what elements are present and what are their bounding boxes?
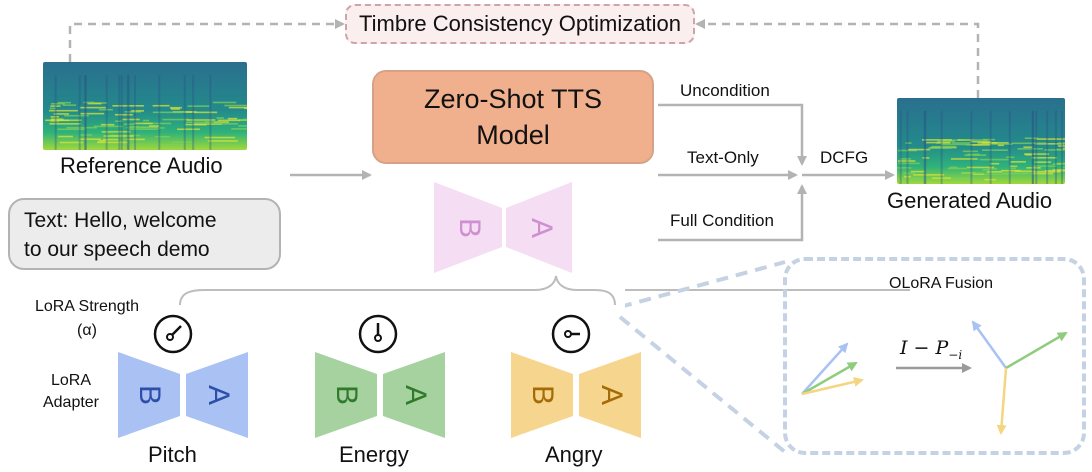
olora-vector-diagram <box>801 320 1068 435</box>
angry-adapter-letter-a: A <box>595 385 628 405</box>
projection-operator-sub: −i <box>948 347 963 362</box>
reference-audio-label: Reference Audio <box>60 153 223 178</box>
text-prompt-box: Text: Hello, welcome to our speech demo <box>8 198 281 270</box>
lora-adapter-line1: LoRA <box>50 372 92 389</box>
lora-strength-label: LoRA Strength (α) <box>22 298 152 340</box>
olora-fusion-title: OLoRA Fusion <box>889 275 994 292</box>
pre-vector-green <box>801 361 858 396</box>
text-only-label: Text-Only <box>687 148 759 167</box>
timbre-loop-left <box>68 19 345 62</box>
energy-adapter-letter-b: B <box>330 385 363 405</box>
tts-model-line1: Zero-Shot TTS <box>423 84 603 114</box>
projection-operator-main: I − P <box>900 337 949 359</box>
energy-adapter-letter-a: A <box>399 385 432 405</box>
uncondition-label: Uncondition <box>680 81 770 100</box>
main-lora-adapter: B A <box>434 182 572 273</box>
pre-vector-blue <box>801 342 849 395</box>
pitch-adapter-letter-b: B <box>133 385 166 405</box>
zoom-line-top <box>619 260 786 309</box>
zoom-line-bottom <box>618 315 787 454</box>
uncondition-line <box>658 103 807 166</box>
lora-adapter-line2: Adapter <box>42 394 100 411</box>
dcfg-label: DCFG <box>820 148 869 167</box>
full-condition-line <box>658 184 807 242</box>
text-prompt-line2: to our speech demo <box>24 238 210 261</box>
olora-fusion-panel <box>783 257 1086 455</box>
pitch-label: Pitch <box>148 442 197 467</box>
angry-adapter-letter-b: B <box>526 385 559 405</box>
pitch-strength-knob[interactable] <box>151 312 195 356</box>
energy-strength-knob[interactable] <box>356 312 400 356</box>
timbre-loop-right <box>695 19 980 98</box>
reference-spectrogram <box>43 62 247 150</box>
angry-adapter: B A <box>511 352 641 438</box>
angry-strength-knob[interactable] <box>549 312 593 356</box>
energy-label: Energy <box>339 442 409 467</box>
full-condition-label: Full Condition <box>670 211 774 230</box>
post-vector-green <box>1005 331 1068 370</box>
tts-model-line2: Model <box>476 120 550 150</box>
tts-model-box: Zero-Shot TTS Model <box>372 70 654 164</box>
generated-spectrogram <box>897 98 1065 184</box>
lora-strength-line1: LoRA Strength <box>34 298 140 315</box>
pitch-adapter-letter-a: A <box>202 385 235 405</box>
pitch-adapter: B A <box>118 352 248 438</box>
timbre-consistency-label: Timbre Consistency Optimization <box>359 11 681 36</box>
main-adapter-letter-b: B <box>453 218 486 238</box>
lora-adapter-label: LoRA Adapter <box>34 372 108 412</box>
post-vector-yellow <box>996 367 1008 435</box>
main-adapter-letter-a: A <box>525 218 558 238</box>
lora-strength-line2: (α) <box>77 322 97 339</box>
energy-adapter: B A <box>315 352 445 438</box>
pre-vector-yellow <box>801 376 864 396</box>
angry-label: Angry <box>545 442 603 467</box>
timbre-consistency-box: Timbre Consistency Optimization <box>345 4 695 44</box>
post-vector-blue <box>971 320 1008 369</box>
brace-cover <box>175 270 625 310</box>
generated-audio-label: Generated Audio <box>887 188 1053 213</box>
projection-operator: I − P−i <box>900 337 962 362</box>
text-prompt-line1: Text: Hello, welcome <box>24 209 217 232</box>
